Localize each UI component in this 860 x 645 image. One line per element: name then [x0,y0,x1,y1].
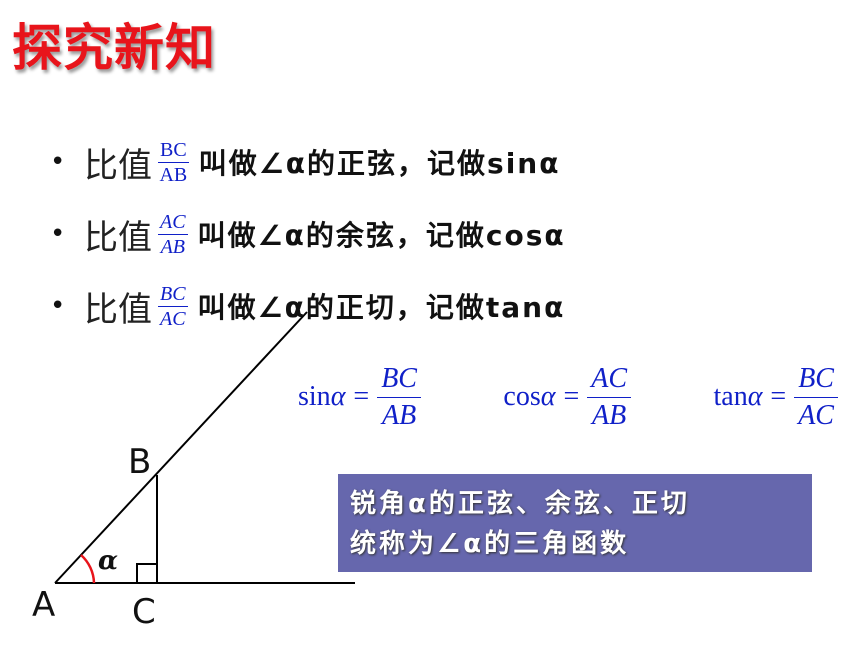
definition-text: 叫做∠α的余弦，记做cosα [197,219,566,252]
angle-label-alpha: α [98,546,119,576]
vertex-label-c: C [132,592,156,632]
fraction-denominator: AB [592,399,627,431]
fraction-numerator: BC [377,361,421,398]
formula-fraction: BC AC [794,361,838,434]
fraction-denominator: AB [381,399,417,431]
ratio-prefix: 比值 [84,217,152,258]
equals-sign: = [563,381,580,412]
summary-note-box: 锐角α的正弦、余弦、正切 统称为∠α的三角函数 [338,474,812,572]
function-variable: α [540,381,556,412]
function-variable: α [747,381,763,412]
function-name: tan [713,381,748,412]
summary-line-2: 统称为∠α的三角函数 [350,529,630,559]
ratio-fraction: BC AB [158,138,189,187]
definition-sine: • 比值 BC AB 叫做∠α的正弦，记做sinα [50,126,810,198]
fraction-numerator: BC [158,282,188,307]
angle-alpha-arc [80,554,96,584]
definition-cosine: • 比值 AC AB 叫做∠α的余弦，记做cosα [50,198,810,270]
bullet-dot: • [50,219,66,249]
ratio-prefix: 比值 [84,145,152,186]
summary-line-1: 锐角α的正弦、余弦、正切 [350,489,690,519]
right-angle-mark [136,563,157,583]
function-name: sin [298,381,331,412]
definition-text: 叫做∠α的正切，记做tanα [197,291,566,324]
fraction-numerator: BC [794,361,838,398]
formula-fraction: BC AB [377,361,421,434]
vertex-label-b: B [128,442,152,482]
definition-text: 叫做∠α的正弦，记做sinα [198,147,561,180]
formula-cosine: cos α = AC AB [503,361,632,434]
formula-sine: sin α = BC AB [298,361,421,434]
fraction-denominator: AC [160,307,186,330]
bullet-dot: • [50,147,66,177]
ratio-fraction: AC AB [158,210,188,259]
formula-tangent: tan α = BC AC [713,361,838,434]
bullet-dot: • [50,291,66,321]
hypotenuse-ab [54,311,308,584]
ratio-prefix: 比值 [84,289,152,330]
formula-fraction: AC AB [587,361,632,434]
definition-list: • 比值 BC AB 叫做∠α的正弦，记做sinα • 比值 AC AB 叫做∠… [50,126,810,342]
fraction-numerator: BC [158,138,189,163]
fraction-numerator: AC [587,361,632,398]
trig-formulas: sin α = BC AB cos α = AC AB tan α = BC A… [298,352,838,442]
fraction-numerator: AC [158,210,188,235]
fraction-denominator: AC [798,399,834,431]
fraction-denominator: AB [160,235,185,258]
equals-sign: = [770,381,787,412]
fraction-denominator: AB [159,163,188,186]
function-name: cos [503,381,541,412]
function-variable: α [330,381,346,412]
definition-tangent: • 比值 BC AC 叫做∠α的正切，记做tanα [50,270,810,342]
ratio-fraction: BC AC [158,282,188,331]
equals-sign: = [353,381,370,412]
page-title: 探究新知 [12,19,216,77]
vertex-label-a: A [32,585,56,625]
